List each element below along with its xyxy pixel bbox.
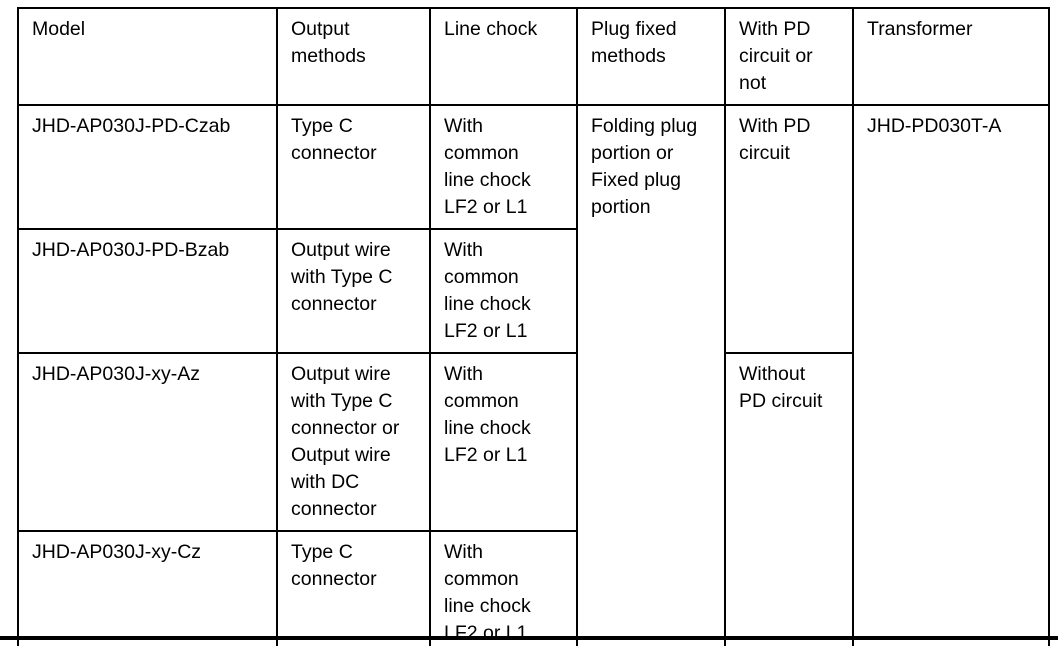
cell-output-method: Output wire with Type C connector or Out… [276, 352, 431, 532]
cell-line-chock: With common line chock LF2 or L1 [429, 352, 578, 532]
table-row: JHD-AP030J-xy-Cz Type C connector With c… [17, 530, 1049, 646]
header-row: Model Output methods Line chock Plug fix… [17, 7, 1050, 106]
table-row: JHD-AP030J-PD-Bzab Output wire with Type… [17, 228, 1049, 354]
header-pd-circuit: With PD circuit or not [724, 7, 854, 106]
table-row: JHD-AP030J-PD-Czab Type C connector With… [17, 104, 1050, 646]
cell-output-method: Type C connector [276, 530, 431, 646]
cell-plug-fixed-methods: Folding plug portion or Fixed plug porti… [576, 104, 726, 646]
cell-without-pd-circuit: Without PD circuit [724, 352, 854, 646]
cell-model: JHD-AP030J-PD-Czab [17, 104, 278, 230]
cell-output-method: Type C connector [276, 104, 431, 230]
header-model: Model [17, 7, 278, 106]
cell-transformer: JHD-PD030T-A [852, 104, 1050, 646]
table-row: JHD-AP030J-xy-Az Output wire with Type C… [17, 352, 1049, 646]
header-transformer: Transformer [852, 7, 1050, 106]
cell-model: JHD-AP030J-xy-Az [17, 352, 278, 532]
page-bottom-rule [0, 636, 1058, 640]
cell-line-chock: With common line chock LF2 or L1 [429, 228, 578, 354]
cell-with-pd-circuit: With PD circuit [724, 104, 854, 354]
header-line-chock: Line chock [429, 7, 578, 106]
cell-output-method: Output wire with Type C connector [276, 228, 431, 354]
cell-model: JHD-AP030J-PD-Bzab [17, 228, 278, 354]
product-spec-table: Model Output methods Line chock Plug fix… [17, 7, 1050, 646]
cell-line-chock: With common line chock LF2 or L1 [429, 104, 578, 230]
cell-model: JHD-AP030J-xy-Cz [17, 530, 278, 646]
header-output-methods: Output methods [276, 7, 431, 106]
cell-line-chock: With common line chock LF2 or L1 [429, 530, 578, 646]
header-plug-fixed-methods: Plug fixed methods [576, 7, 726, 106]
